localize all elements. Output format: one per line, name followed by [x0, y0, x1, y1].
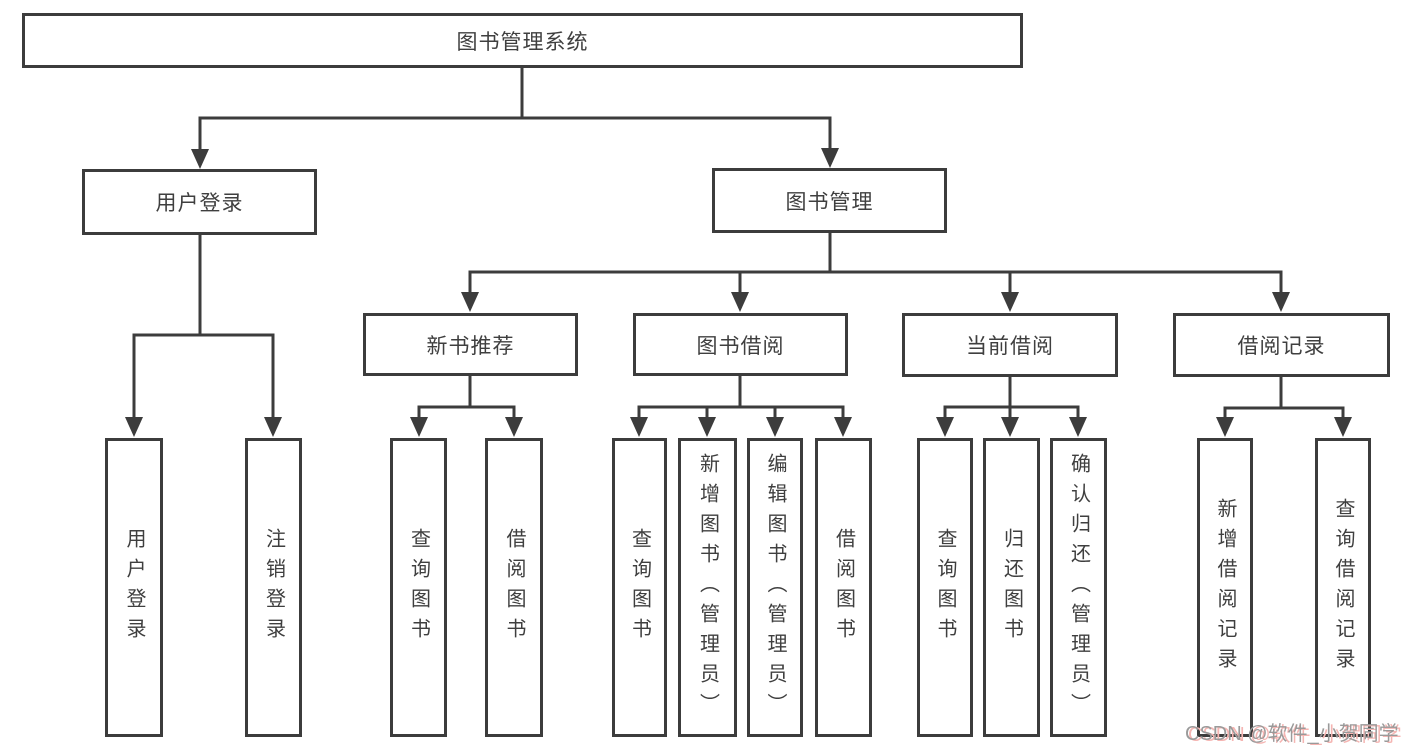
leaf-current-return-books: 归还图书 — [983, 438, 1040, 737]
leaf-borrowing-add-books-admin: 新增图书（管理员） — [678, 438, 737, 737]
node-new-book-recommend-label: 新书推荐 — [426, 334, 515, 358]
node-user-login-label: 用户登录 — [155, 192, 244, 215]
csdn-watermark: CSDN @软件_小贺同学 — [1185, 723, 1399, 745]
leaf-records-add-record: 新增借阅记录 — [1197, 438, 1253, 737]
leaf-recommend-query-books: 查询图书 — [390, 438, 447, 737]
node-user-login: 用户登录 — [82, 169, 317, 235]
leaf-logout: 注销登录 — [245, 438, 302, 737]
leaf-current-query-books: 查询图书 — [917, 438, 973, 737]
leaf-borrowing-borrow-books: 借阅图书 — [815, 438, 872, 737]
node-current-borrowing: 当前借阅 — [902, 313, 1118, 377]
leaf-records-query-record: 查询借阅记录 — [1315, 438, 1371, 737]
node-book-borrowing-label: 图书借阅 — [696, 334, 785, 358]
leaf-current-query-books-label: 查询图书 — [934, 527, 956, 648]
leaf-borrowing-borrow-books-label: 借阅图书 — [832, 527, 855, 648]
leaf-user-login: 用户登录 — [105, 438, 163, 737]
leaf-logout-label: 注销登录 — [262, 527, 285, 648]
leaf-recommend-borrow-books: 借阅图书 — [485, 438, 543, 737]
leaf-borrowing-query-books-label: 查询图书 — [628, 527, 651, 648]
leaf-records-query-record-label: 查询借阅记录 — [1332, 497, 1354, 678]
node-book-borrowing: 图书借阅 — [633, 313, 848, 376]
node-borrow-records: 借阅记录 — [1173, 313, 1390, 377]
leaf-current-return-books-label: 归还图书 — [1000, 527, 1023, 648]
arrowheads — [125, 148, 1352, 437]
leaf-borrowing-edit-books-admin: 编辑图书（管理员） — [747, 438, 803, 737]
leaf-current-confirm-return-admin-label: 确认归还（管理员） — [1067, 452, 1090, 723]
node-current-borrowing-label: 当前借阅 — [966, 335, 1054, 358]
leaf-borrowing-edit-books-admin-label: 编辑图书（管理员） — [764, 452, 786, 723]
node-root: 图书管理系统 — [22, 13, 1023, 68]
leaf-borrowing-query-books: 查询图书 — [612, 438, 667, 737]
leaf-borrowing-add-books-admin-label: 新增图书（管理员） — [696, 452, 719, 723]
leaf-recommend-query-books-label: 查询图书 — [407, 527, 430, 648]
leaf-current-confirm-return-admin: 确认归还（管理员） — [1050, 438, 1107, 737]
node-borrow-records-label: 借阅记录 — [1237, 335, 1326, 358]
leaf-user-login-label: 用户登录 — [123, 527, 145, 648]
node-root-label: 图书管理系统 — [456, 30, 589, 54]
node-book-management-label: 图书管理 — [785, 190, 874, 214]
node-book-management: 图书管理 — [712, 168, 947, 233]
leaf-recommend-borrow-books-label: 借阅图书 — [503, 527, 525, 648]
node-new-book-recommend: 新书推荐 — [363, 313, 578, 376]
leaf-records-add-record-label: 新增借阅记录 — [1214, 497, 1236, 678]
